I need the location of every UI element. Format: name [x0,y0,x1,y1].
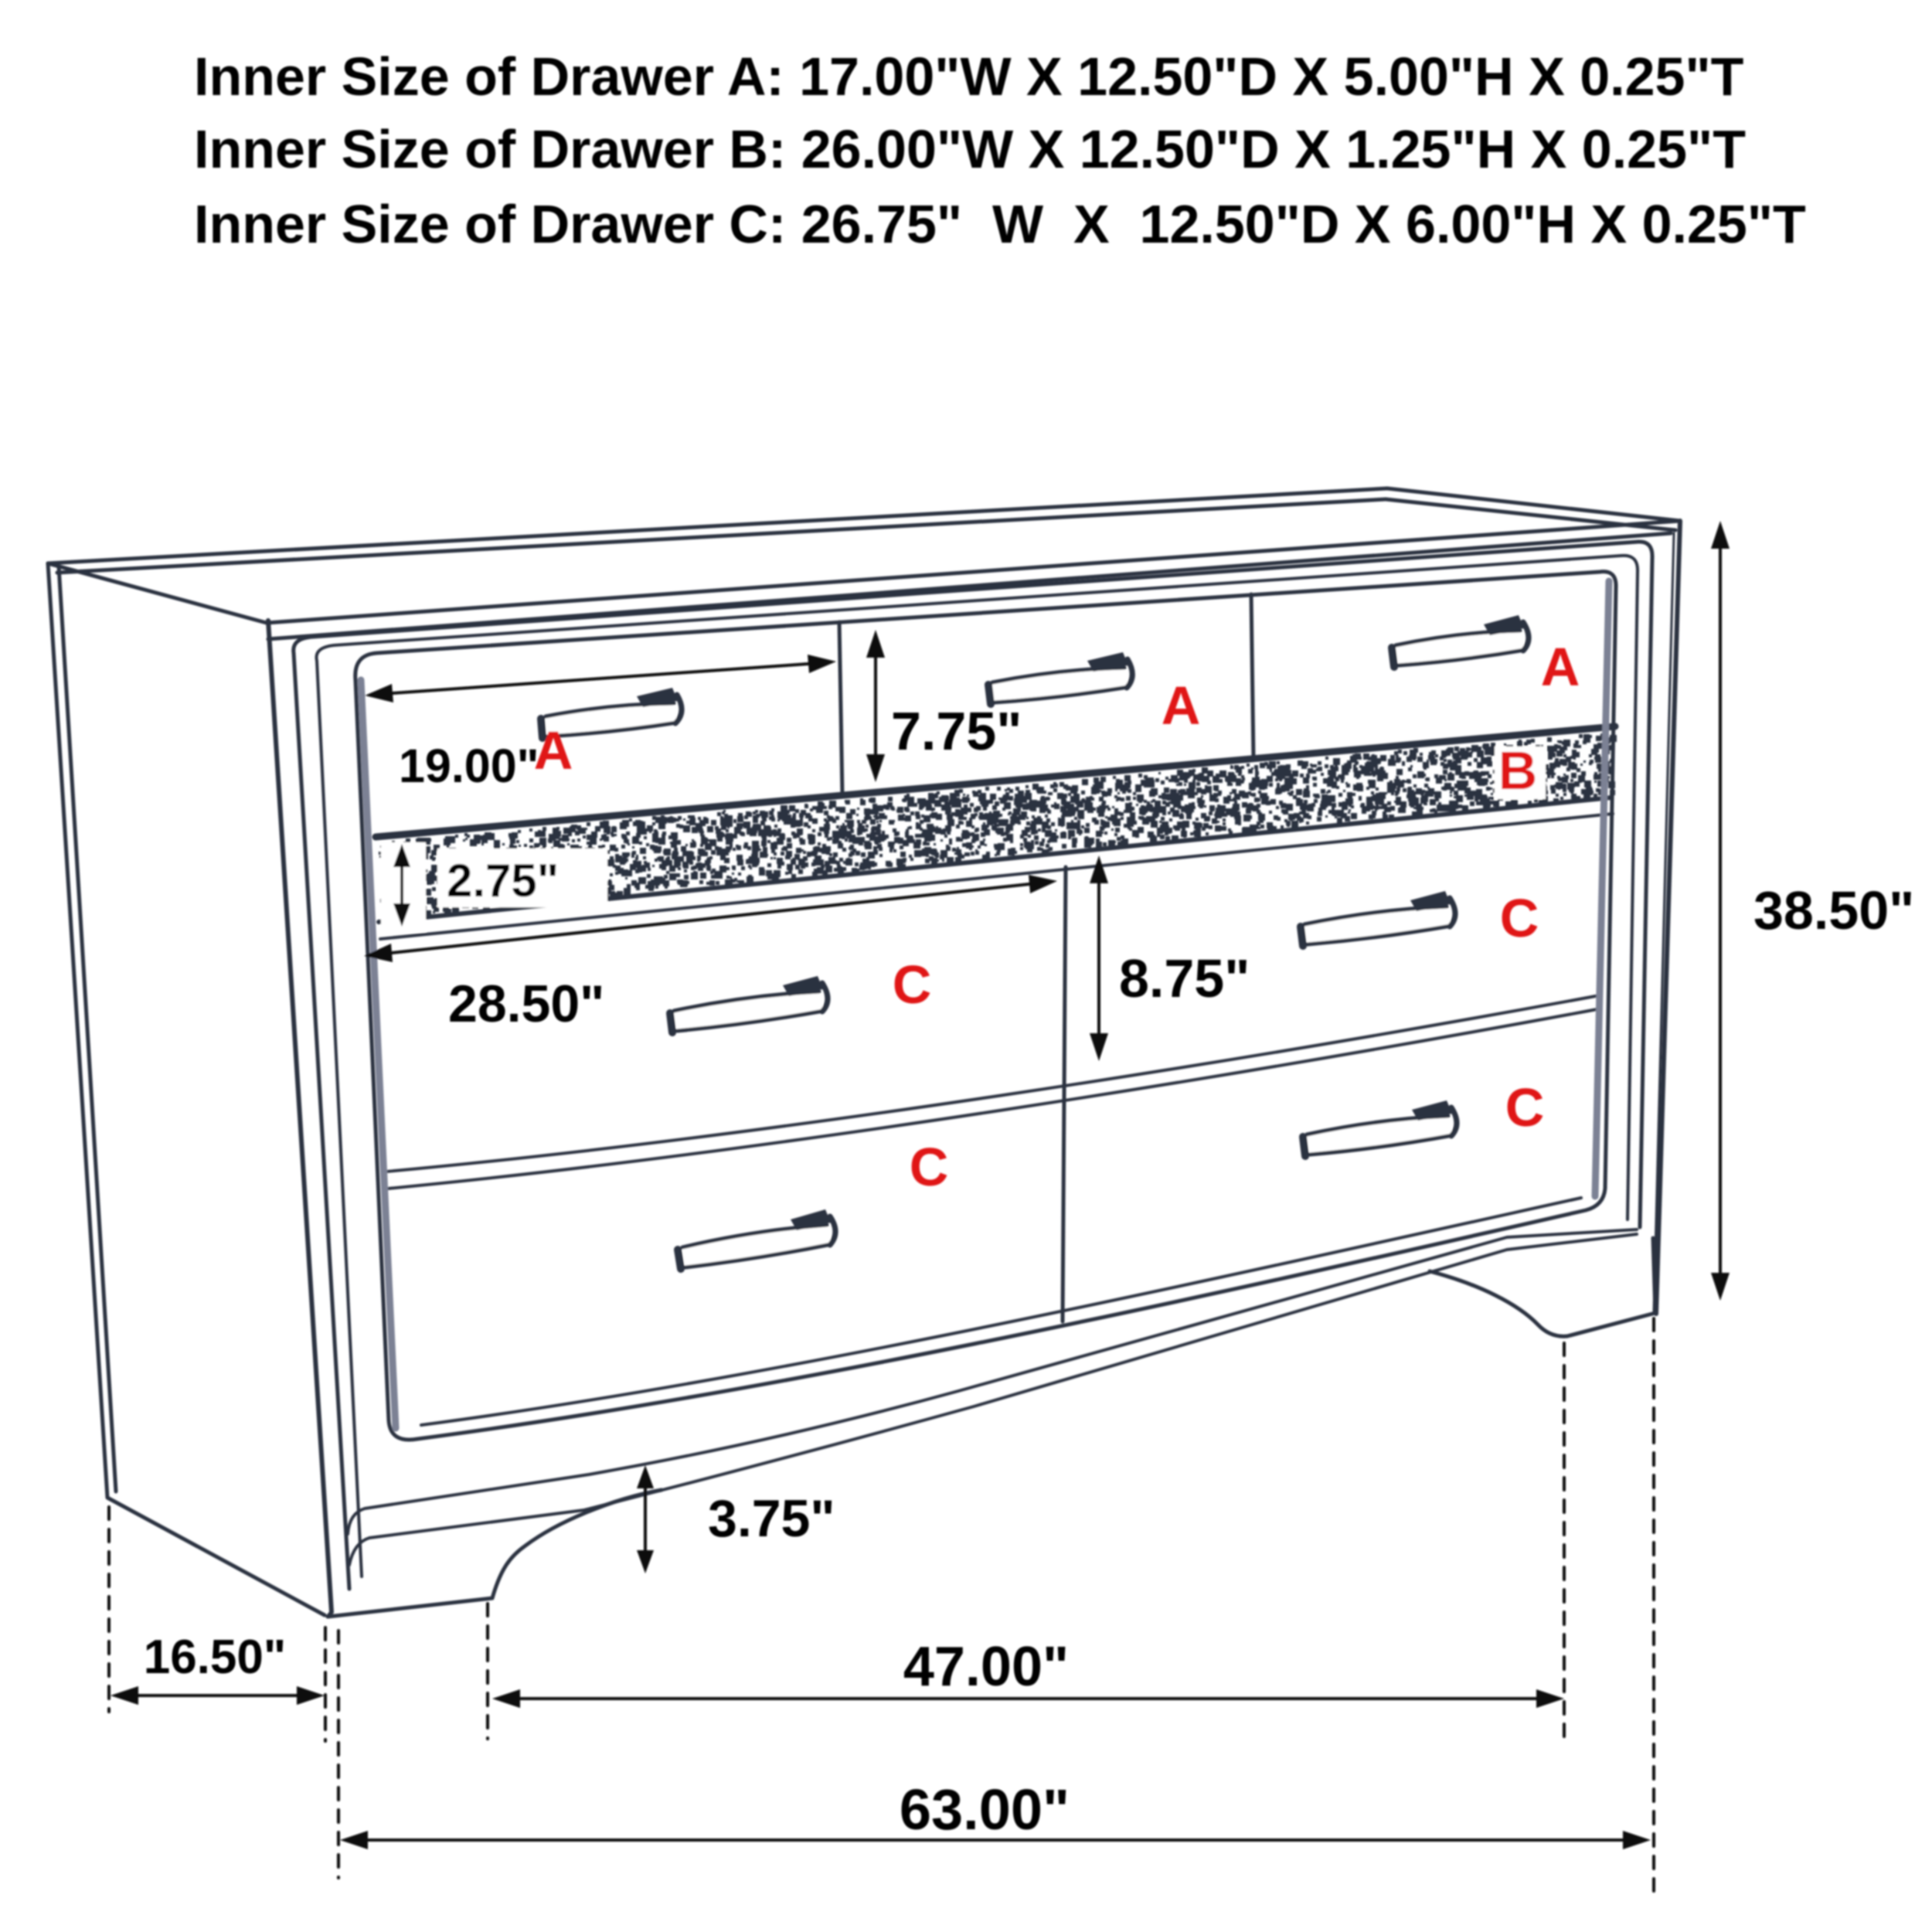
svg-text:C: C [893,954,932,1015]
svg-text:7.75": 7.75" [891,701,1022,761]
svg-text:19.00": 19.00" [399,740,539,792]
svg-text:C: C [1500,888,1539,948]
svg-text:C: C [910,1137,949,1197]
svg-text:38.50": 38.50" [1753,880,1914,940]
svg-text:Inner Size of Drawer B: 26.00": Inner Size of Drawer B: 26.00"W X 12.50"… [194,119,1746,179]
svg-text:16.50": 16.50" [144,1631,287,1684]
svg-text:63.00": 63.00" [900,1777,1070,1842]
svg-text:3.75": 3.75" [708,1489,835,1548]
svg-text:A: A [534,720,573,781]
svg-text:Inner Size of Drawer A: 17.00": Inner Size of Drawer A: 17.00"W X 12.50"… [194,46,1743,107]
svg-text:8.75": 8.75" [1119,948,1250,1009]
svg-text:2.75": 2.75" [447,855,559,906]
svg-text:47.00": 47.00" [903,1636,1069,1698]
svg-text:Inner Size of Drawer C: 26.75": Inner Size of Drawer C: 26.75" W X 12.50… [194,194,1806,254]
svg-text:28.50": 28.50" [448,975,604,1033]
svg-text:A: A [1162,675,1201,736]
svg-text:A: A [1541,637,1580,697]
svg-text:C: C [1505,1077,1545,1138]
svg-text:B: B [1498,740,1538,801]
